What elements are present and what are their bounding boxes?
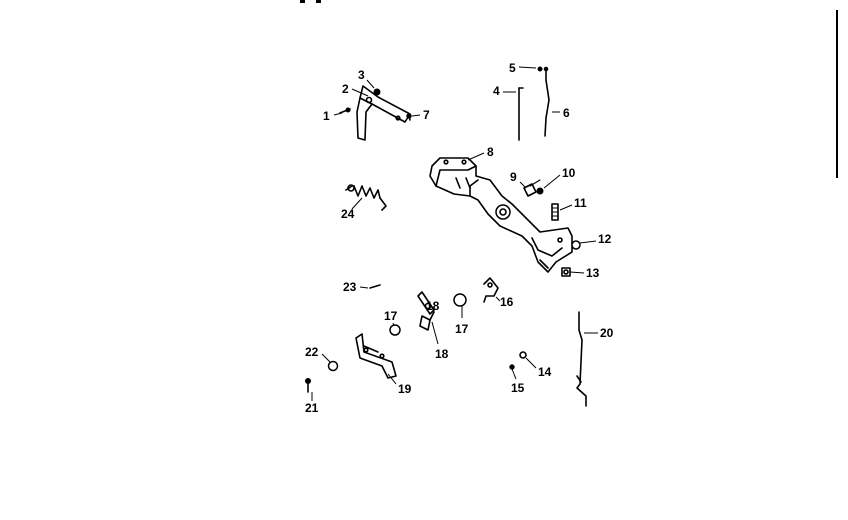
top-scan-mark [316, 0, 321, 3]
callout-20: 20 [600, 326, 614, 340]
callout-15: 15 [511, 381, 525, 395]
callout-18-lower: 18 [435, 347, 449, 361]
callout-24: 24 [341, 207, 355, 221]
callout-9: 9 [510, 170, 517, 184]
callout-7: 7 [423, 108, 430, 122]
part-bolt-11 [551, 203, 559, 221]
part-rod-20 [576, 311, 587, 407]
part-bracket-assembly [339, 85, 412, 141]
callout-17-right: 17 [455, 322, 469, 336]
callout-13: 13 [586, 266, 600, 280]
part-pin-23 [369, 284, 381, 289]
callout-14: 14 [538, 365, 552, 379]
callout-5: 5 [509, 61, 516, 75]
callout-6: 6 [563, 106, 570, 120]
part-washer-17-left [389, 324, 401, 336]
callout-numbers: 1 2 3 4 5 6 7 8 9 10 11 12 13 14 15 16 1… [305, 61, 614, 415]
part-lever-9 [523, 179, 544, 197]
part-nut-15 [509, 364, 515, 370]
callout-19: 19 [398, 382, 412, 396]
callout-leaders [311, 66, 598, 401]
callout-23: 23 [343, 280, 357, 294]
callout-2: 2 [342, 82, 349, 96]
callout-4: 4 [493, 84, 500, 98]
part-washer-12 [571, 240, 581, 250]
callout-18-upper: 18 [426, 299, 440, 313]
part-spring-24 [345, 184, 387, 211]
part-washer-22 [327, 360, 339, 372]
page-edge-line [836, 10, 838, 178]
callout-16: 16 [500, 295, 514, 309]
part-pin-14 [519, 351, 527, 359]
part-lever-18 [417, 291, 435, 331]
callout-3: 3 [358, 68, 365, 82]
top-scan-mark [300, 0, 305, 3]
part-clip-16 [483, 277, 499, 303]
callout-17-left: 17 [384, 309, 398, 323]
callout-1: 1 [323, 109, 330, 123]
part-wire-link [537, 66, 550, 137]
part-main-bracket-8 [429, 157, 573, 273]
callout-21: 21 [305, 401, 319, 415]
callout-8: 8 [487, 145, 494, 159]
callout-12: 12 [598, 232, 612, 246]
part-rod-4 [518, 87, 524, 141]
callout-11: 11 [574, 196, 587, 210]
callout-22: 22 [305, 345, 319, 359]
part-washer-17-right [453, 293, 467, 307]
callout-10: 10 [562, 166, 576, 180]
part-nut-13 [561, 267, 571, 277]
part-base-bracket-19 [355, 333, 397, 379]
part-screw-21 [305, 378, 311, 393]
